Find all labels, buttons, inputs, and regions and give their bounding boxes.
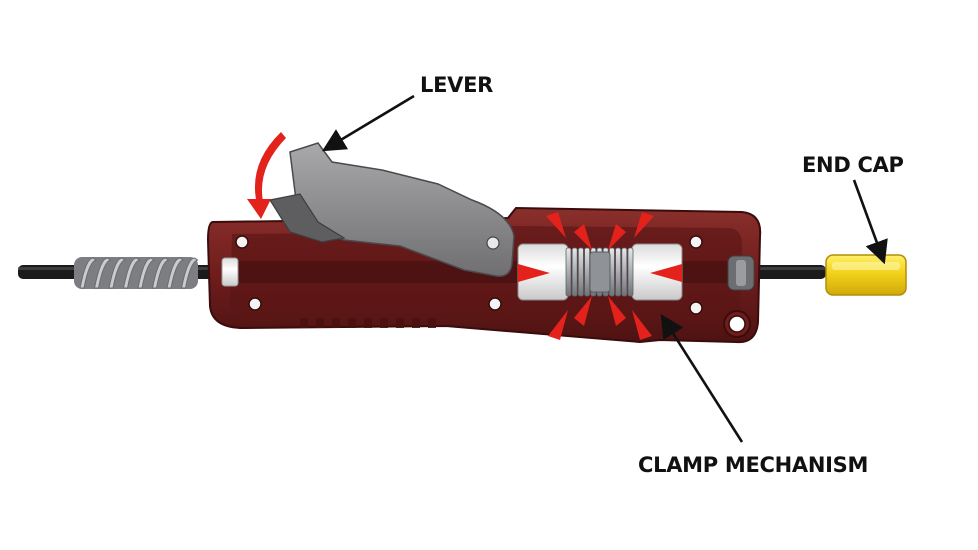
lever xyxy=(269,142,515,277)
lever-label: LEVER xyxy=(420,73,493,97)
clamp-leader xyxy=(660,314,744,443)
end-cap-leader xyxy=(852,179,888,265)
lever-leader xyxy=(321,94,415,152)
pressure-arrows xyxy=(518,212,682,340)
clamp-mechanism-label: CLAMP MECHANISM xyxy=(638,453,868,477)
callout-leaders xyxy=(321,94,888,443)
lock-housing xyxy=(206,206,762,344)
end-cap-label: END CAP xyxy=(802,153,904,177)
strain-relief-spring xyxy=(74,257,199,289)
end-fitting xyxy=(727,255,755,291)
end-cap xyxy=(825,254,907,296)
lever-rotation-arrow xyxy=(247,132,286,219)
